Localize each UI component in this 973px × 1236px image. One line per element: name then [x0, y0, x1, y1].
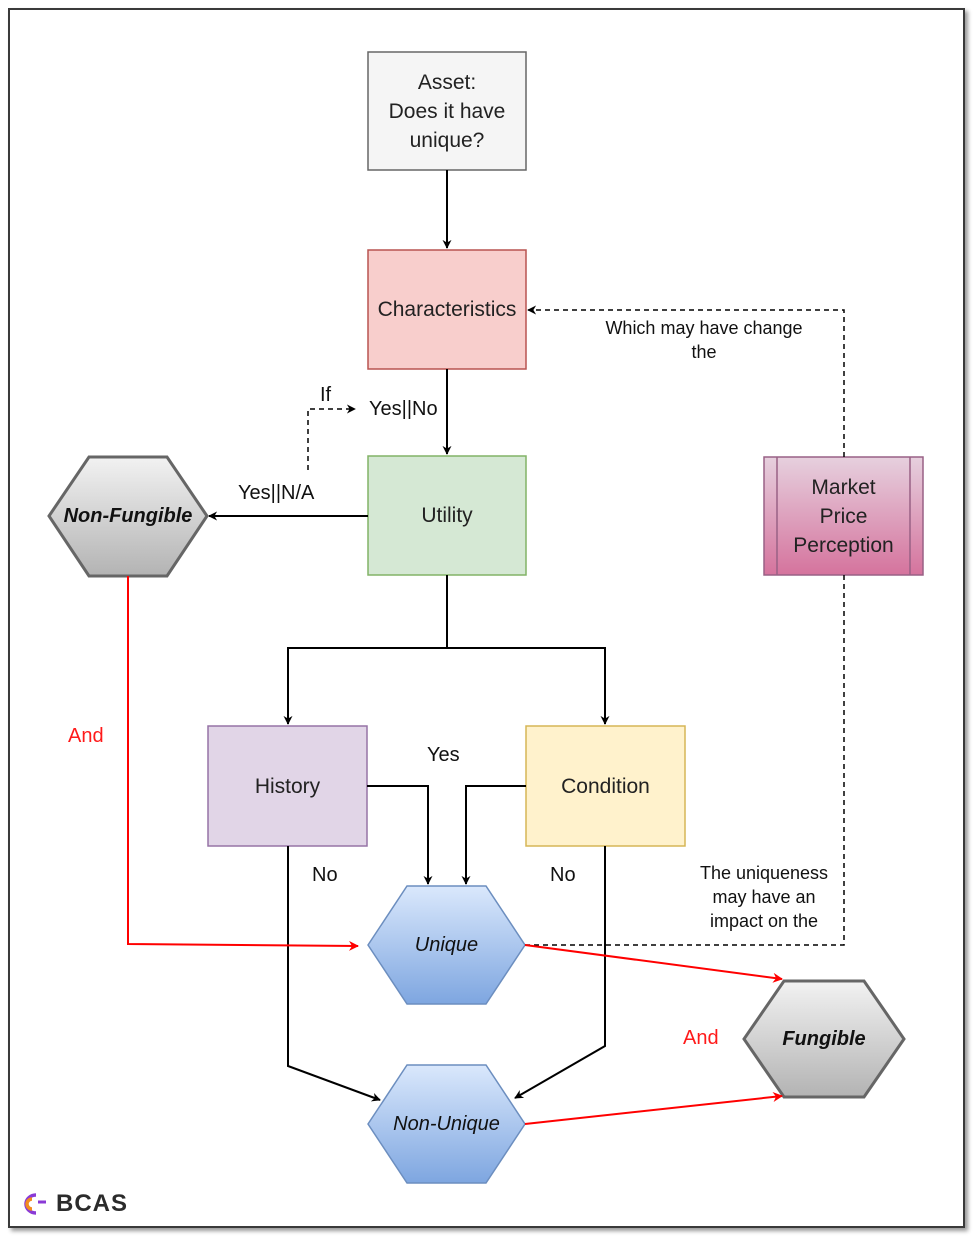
- history-box: History: [254, 774, 321, 798]
- edge-split-condition: [447, 647, 610, 725]
- condition-box: Condition: [561, 774, 650, 798]
- non-fungible-label: Non-Fungible: [63, 505, 193, 527]
- which-may-have-change-label: Which may have change the: [605, 318, 803, 362]
- fungible-hexagon: [742, 979, 906, 1099]
- bcas-logo-text: BCAS: [56, 1190, 129, 1217]
- edge-unique-fungible: [524, 944, 783, 983]
- edge-unique-market: [525, 575, 845, 946]
- yes-no-label: Yes||No: [369, 398, 438, 420]
- edge-history-unique: [367, 785, 433, 885]
- asset-box: Asset: Does it have unique?: [388, 70, 506, 152]
- unique-label: Unique: [414, 933, 479, 956]
- edge-market-characteristics: [527, 305, 845, 457]
- and-right-label: And: [683, 1027, 719, 1049]
- fungible-label: Fungible: [782, 1027, 866, 1050]
- edge-nonunique-fungible: [524, 1092, 783, 1125]
- utility-box: Utility: [421, 504, 473, 527]
- bcas-logo-icon: [24, 1193, 46, 1215]
- market-price-perception-box: Market Price Perception: [793, 475, 894, 557]
- and-left-label: And: [68, 725, 104, 747]
- bcas-logo: BCAS: [18, 1190, 128, 1218]
- edge-split-history: [283, 647, 447, 725]
- edge-nonfungible-unique: [127, 576, 359, 951]
- utility-box-shape: [367, 455, 527, 576]
- asset-box-shape: [367, 51, 527, 171]
- uniqueness-impact-label: The uniqueness may have an impact on the: [699, 863, 829, 931]
- characteristics-box: Characteristics: [377, 298, 517, 321]
- if-label: If: [320, 384, 332, 406]
- edge-history-nonunique: [287, 846, 381, 1102]
- edge-condition-unique: [461, 785, 526, 885]
- yes-label: Yes: [427, 744, 460, 766]
- no-right-label: No: [550, 864, 576, 886]
- characteristics-box-shape: [367, 249, 527, 370]
- edge-condition-nonunique: [514, 846, 606, 1099]
- non-fungible-hexagon: [47, 455, 209, 578]
- yes-na-label: Yes||N/A: [238, 482, 315, 504]
- non-unique-label: Non-Unique: [393, 1112, 500, 1135]
- condition-box-shape: [525, 725, 686, 847]
- history-box-shape: [207, 725, 368, 847]
- no-left-label: No: [312, 864, 338, 886]
- edge-if-dashed: [307, 404, 356, 470]
